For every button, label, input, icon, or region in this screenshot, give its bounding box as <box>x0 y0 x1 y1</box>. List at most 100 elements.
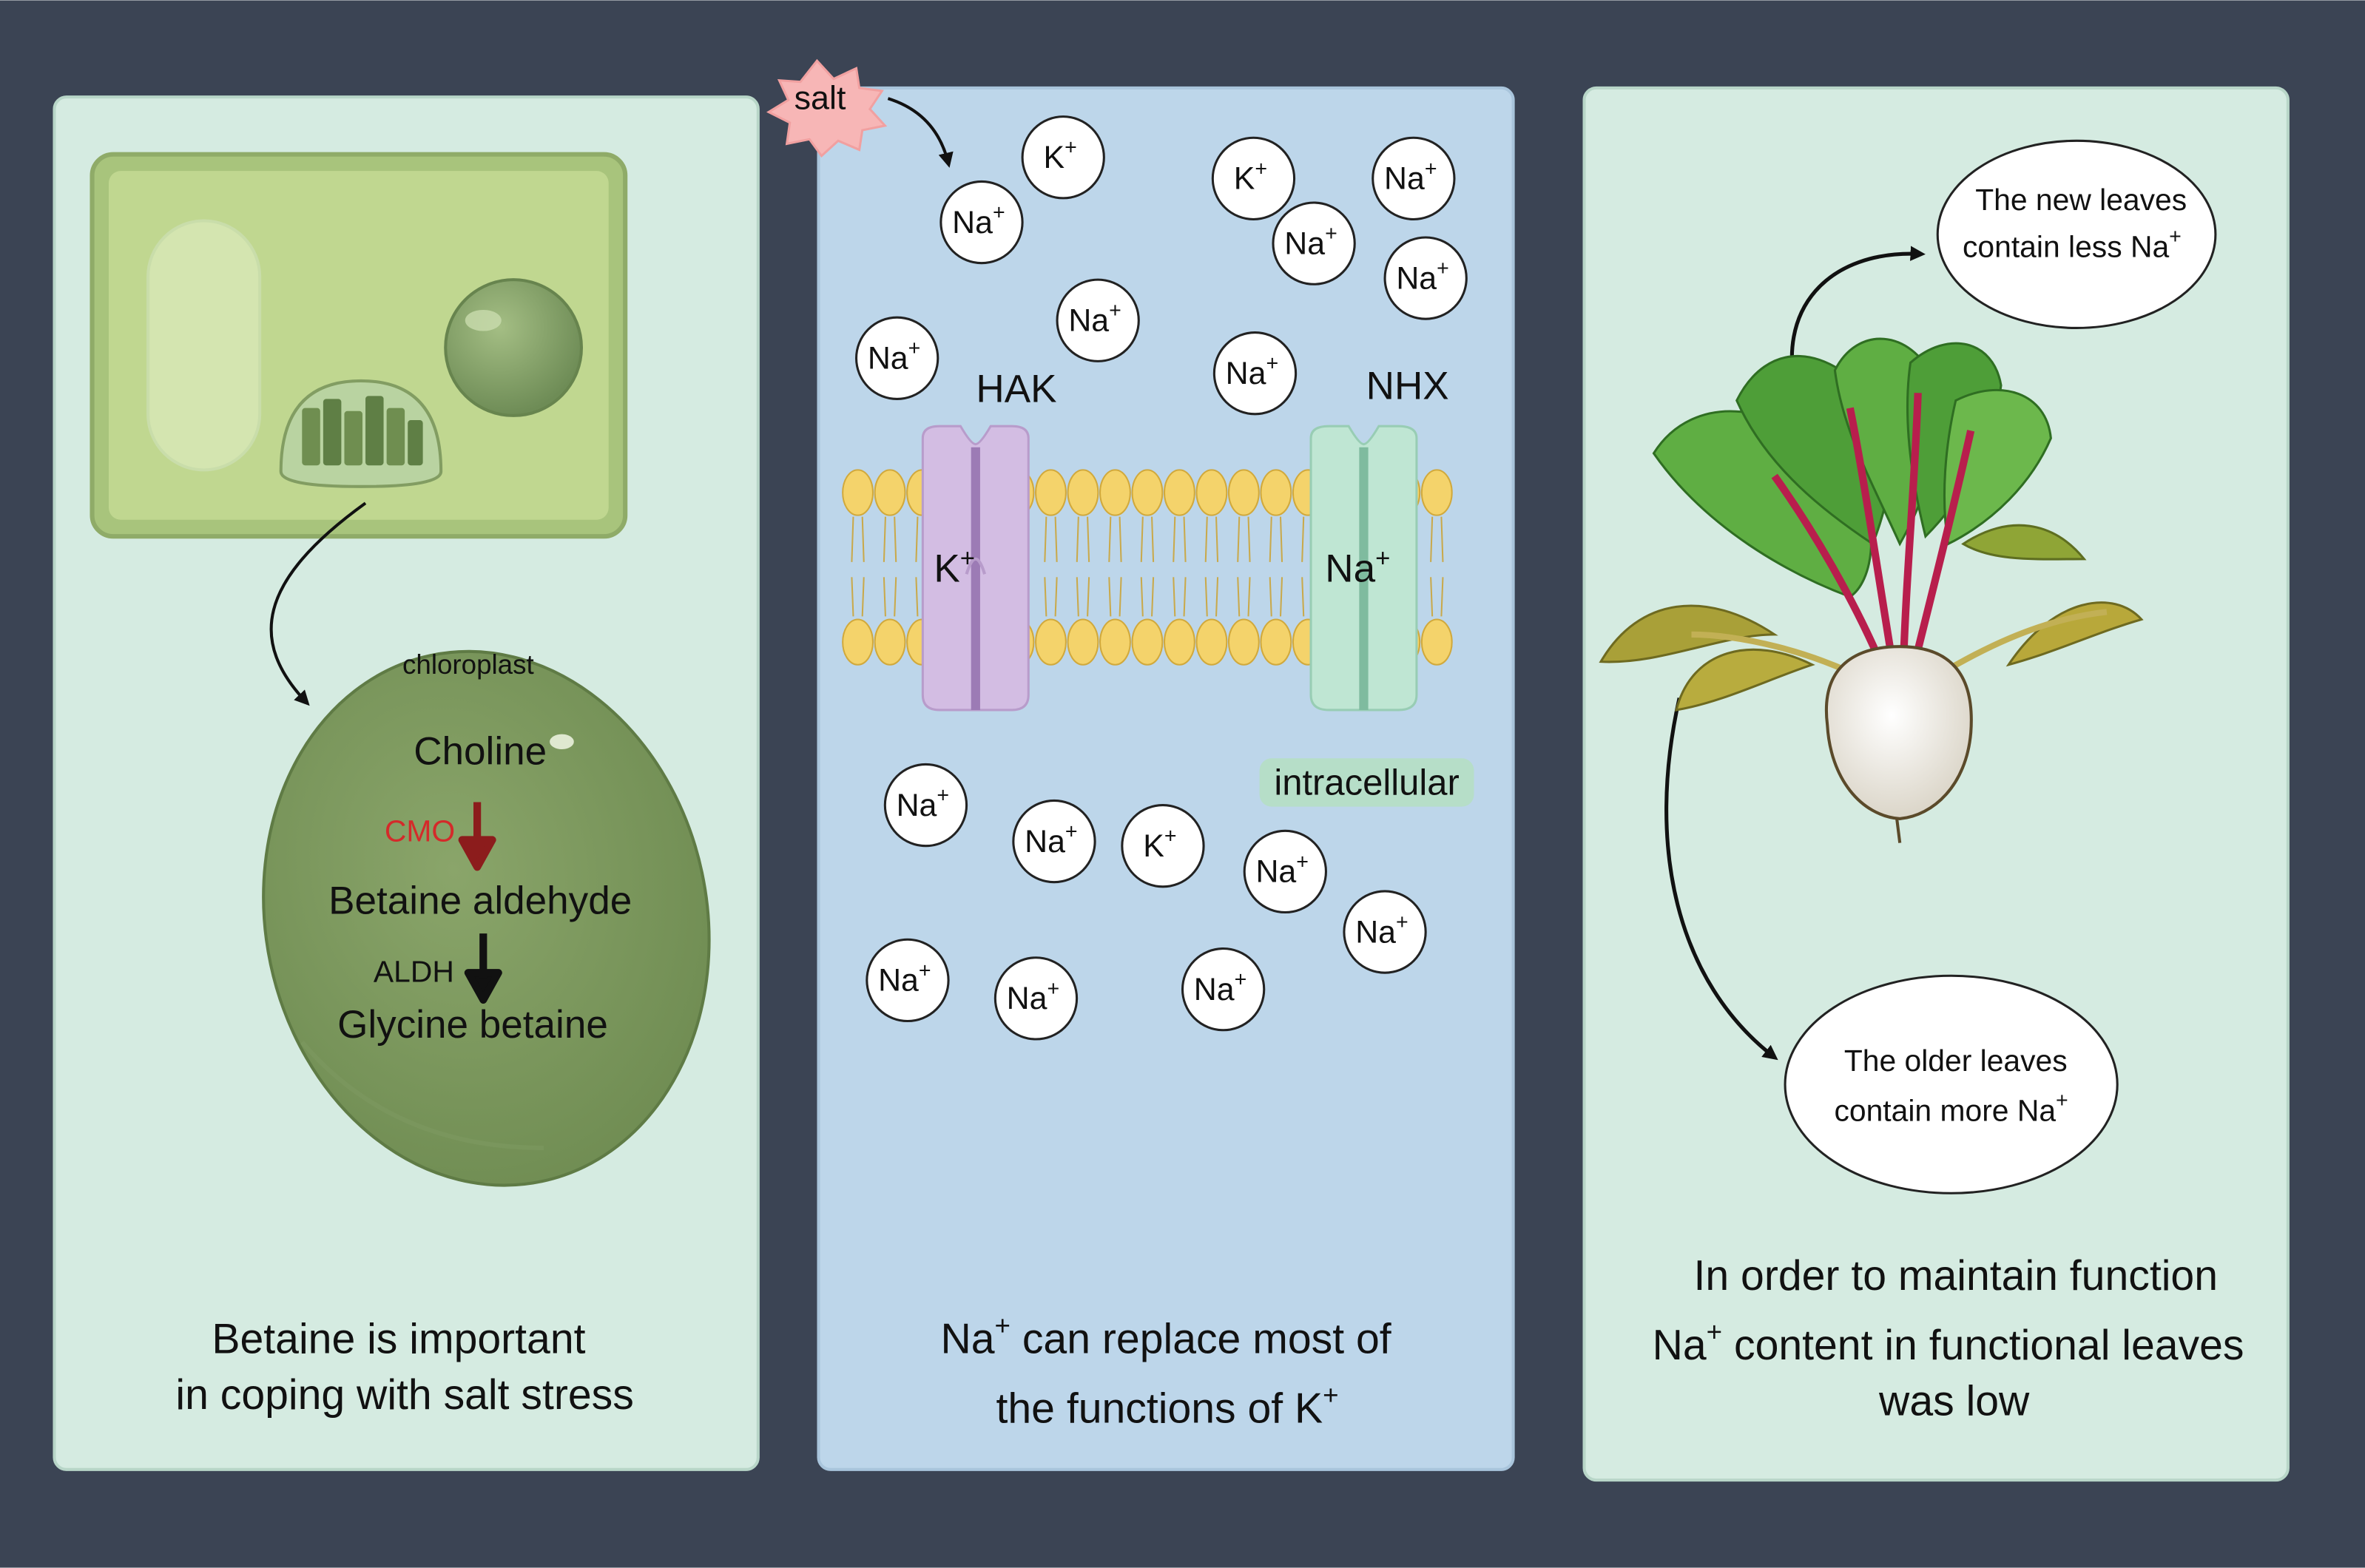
ion-label: K+ <box>1143 825 1176 864</box>
chloroplast-icon <box>279 379 443 488</box>
ion-outside-3: Na+ <box>1372 136 1456 221</box>
lipid-bottom-0 <box>842 577 874 666</box>
older-leaves-bubble <box>1784 974 2119 1194</box>
hak-channel <box>921 425 1030 712</box>
ion-label: Na+ <box>1025 820 1078 859</box>
right-caption-line3: was low <box>1878 1377 2030 1425</box>
right-panel: The new leaves contain less Na+ The olde… <box>1582 86 2290 1482</box>
new-leaves-bubble <box>1936 139 2217 329</box>
ion-inside-5: Na+ <box>866 938 950 1023</box>
ion-label: Na+ <box>868 337 920 376</box>
lipid-bottom-8 <box>1099 577 1131 666</box>
lipid-top-10 <box>1163 469 1195 562</box>
middle-caption-line1: Na+ can replace most of <box>940 1311 1391 1362</box>
aldh-enzyme-label: ALDH <box>374 954 454 988</box>
beetroot-icon <box>1599 337 2144 843</box>
intracellular-badge <box>1259 758 1474 807</box>
ion-label: Na+ <box>878 959 931 998</box>
intracellular-label: intracellular <box>1274 763 1459 802</box>
ion-inside-6: Na+ <box>993 956 1079 1041</box>
middle-caption-line2: the functions of K+ <box>996 1380 1339 1432</box>
ion-outside-1: Na+ <box>939 180 1024 265</box>
ion-inside-2: K+ <box>1121 804 1205 888</box>
hak-k-label: K+ <box>934 544 975 590</box>
nhx-label: NHX <box>1366 364 1449 408</box>
ion-inside-4: Na+ <box>1343 890 1427 974</box>
lipid-bottom-6 <box>1035 577 1067 666</box>
lipid-top-12 <box>1227 469 1260 562</box>
lipid-top-11 <box>1195 469 1228 562</box>
salt-burst-icon: salt <box>766 58 888 158</box>
glycine-betaine-label: Glycine betaine <box>337 1003 608 1047</box>
lipid-top-13 <box>1260 469 1292 562</box>
ion-inside-7: Na+ <box>1181 947 1266 1032</box>
aldh-arrow <box>464 933 502 1004</box>
ion-outside-5: Na+ <box>1383 236 1468 320</box>
right-caption-line1: In order to maintain function <box>1693 1252 2218 1300</box>
ion-label: Na+ <box>1384 157 1437 196</box>
chloroplast-detail <box>262 649 711 1187</box>
vacuole-icon <box>146 219 262 472</box>
ion-label: Na+ <box>952 200 1005 240</box>
lipid-bottom-11 <box>1195 577 1228 666</box>
cmo-enzyme-label: CMO <box>385 814 455 848</box>
lipid-top-18 <box>1420 469 1453 562</box>
ion-outside-4: Na+ <box>1272 201 1356 285</box>
lipid-bottom-13 <box>1260 577 1292 666</box>
ion-label: Na+ <box>1255 850 1309 889</box>
older-leaves-line2: contain more Na+ <box>1834 1089 2068 1127</box>
nhx-na-label: Na+ <box>1325 544 1390 590</box>
new-leaves-line2: contain less Na+ <box>1963 225 2182 263</box>
ion-inside-1: Na+ <box>1012 799 1096 884</box>
lipid-top-9 <box>1131 469 1164 562</box>
left-caption-line2: in coping with salt stress <box>175 1371 633 1419</box>
lipid-bottom-18 <box>1420 577 1453 666</box>
cmo-arrow <box>458 802 496 871</box>
ion-label: Na+ <box>1194 968 1247 1007</box>
ion-outside-2: K+ <box>1211 136 1296 221</box>
to-older-leaves-arrow <box>1664 697 1778 1061</box>
hak-label: HAK <box>976 367 1056 410</box>
ion-inside-0: Na+ <box>883 763 968 848</box>
lipid-top-7 <box>1067 469 1099 562</box>
lipid-bottom-9 <box>1131 577 1164 666</box>
choline-label: Choline <box>414 729 547 773</box>
ion-label: Na+ <box>1396 257 1449 296</box>
ion-inside-3: Na+ <box>1243 829 1327 914</box>
ion-label: Na+ <box>1355 910 1408 950</box>
lipid-top-0 <box>842 469 874 562</box>
lipid-bottom-12 <box>1227 577 1260 666</box>
right-caption-line2: Na+ content in functional leaves <box>1653 1317 2244 1368</box>
middle-panel: salt K+ Na+ K+ Na+ Na+ Na+ Na+ Na+ Na+ Na+ Na+ K+ Na… <box>766 58 1515 1471</box>
lipid-top-8 <box>1099 469 1131 562</box>
left-panel: chloroplast Choline CMO Betaine aldehyde… <box>53 95 760 1471</box>
betaine-aldehyde-label: Betaine aldehyde <box>328 879 632 923</box>
lipid-bottom-7 <box>1067 577 1099 666</box>
cell-to-chloroplast-arrow <box>269 501 367 706</box>
ion-outside-7: Na+ <box>855 316 939 400</box>
lipid-bottom-1 <box>874 577 906 666</box>
lipid-top-6 <box>1035 469 1067 562</box>
ion-outside-8: Na+ <box>1212 331 1298 416</box>
ions-layer: K+ Na+ K+ Na+ Na+ Na+ Na+ Na+ Na+ Na+ Na+ K+ Na+ Na+ N… <box>855 115 1468 1041</box>
ion-label: Na+ <box>897 783 950 822</box>
ion-label: Na+ <box>1284 222 1337 261</box>
salt-label: salt <box>794 78 846 116</box>
new-leaves-line1: The new leaves <box>1975 183 2187 217</box>
salt-arrow <box>887 97 954 168</box>
chloroplast-label: chloroplast <box>402 649 534 680</box>
nhx-channel <box>1309 425 1418 712</box>
ion-label: Na+ <box>1068 299 1121 338</box>
ion-outside-0: K+ <box>1021 115 1105 200</box>
nucleus-icon <box>444 278 584 417</box>
lipid-top-1 <box>874 469 906 562</box>
ion-label: K+ <box>1043 136 1076 175</box>
left-caption-line1: Betaine is important <box>212 1316 585 1363</box>
ion-outside-6: Na+ <box>1056 278 1140 362</box>
older-leaves-line1: The older leaves <box>1844 1044 2068 1078</box>
ion-label: Na+ <box>1226 352 1279 391</box>
lipid-bottom-10 <box>1163 577 1195 666</box>
ion-label: Na+ <box>1007 977 1060 1016</box>
ion-label: K+ <box>1234 157 1267 196</box>
